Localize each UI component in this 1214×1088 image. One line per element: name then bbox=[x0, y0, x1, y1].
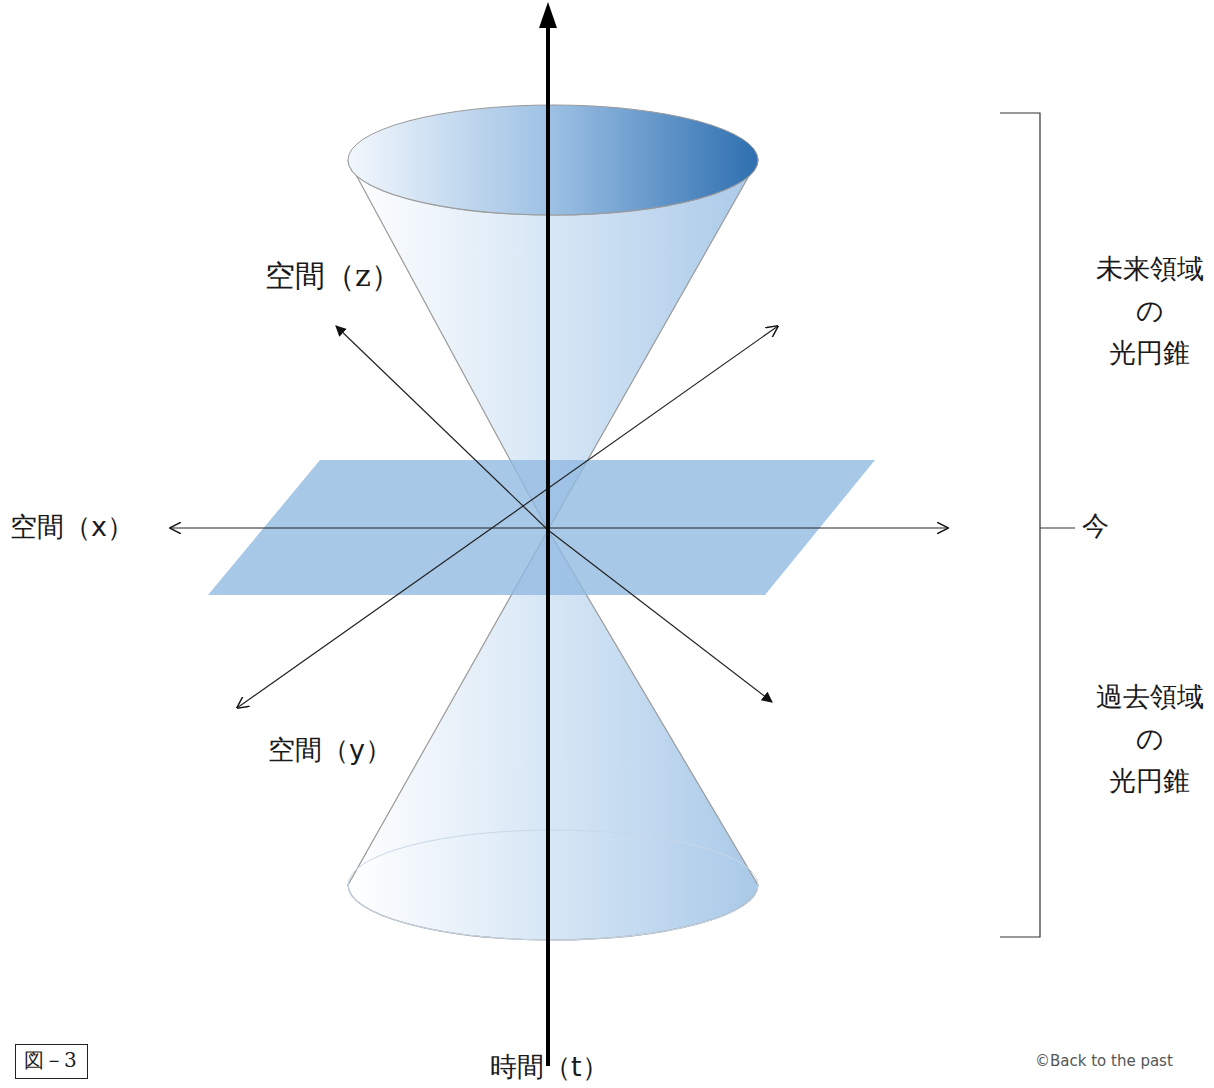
z-axis-down bbox=[548, 530, 772, 702]
axis-label: 時間（t） bbox=[490, 1051, 609, 1083]
figure-number-box: 図－3 bbox=[15, 1044, 88, 1079]
axis-label: 空間（y） bbox=[268, 734, 392, 766]
past-cone-rim bbox=[348, 830, 758, 940]
axis-label: 空間（x） bbox=[10, 511, 134, 543]
time-arrowhead bbox=[539, 2, 557, 28]
copyright-note: ©Back to the past bbox=[1035, 1052, 1173, 1070]
z-axis-up bbox=[336, 326, 548, 530]
axis-label: 空間（z） bbox=[265, 258, 401, 294]
figure-number: 図－3 bbox=[24, 1047, 79, 1074]
x-axis bbox=[170, 527, 948, 528]
region-label: 過去領域 の 光円錐 bbox=[1092, 676, 1208, 802]
y-axis bbox=[237, 326, 778, 708]
region-label: 未来領域 の 光円錐 bbox=[1092, 248, 1208, 374]
now-label: 今 bbox=[1082, 510, 1109, 542]
now-tick bbox=[1040, 527, 1075, 528]
future-cone-rim bbox=[348, 105, 758, 215]
time-axis bbox=[546, 26, 550, 1066]
range-bracket bbox=[1000, 113, 1040, 937]
